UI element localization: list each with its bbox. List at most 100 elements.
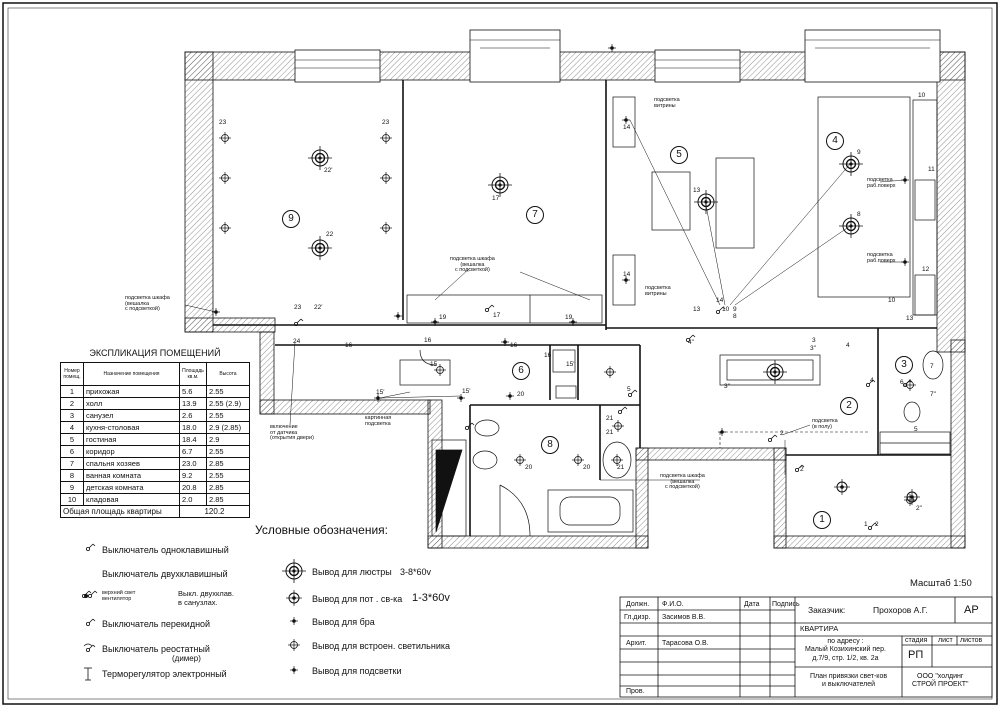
num: 5 bbox=[914, 426, 918, 433]
num: 4 bbox=[846, 342, 850, 349]
label-picture-light: картинная подсветка bbox=[365, 415, 392, 427]
tb-podpis: Подпись bbox=[772, 601, 800, 608]
legend-symbols bbox=[82, 543, 307, 681]
cell: 2.6 bbox=[179, 409, 207, 422]
cell: 6.7 bbox=[179, 445, 207, 458]
num: 17 bbox=[493, 312, 501, 319]
tb-address: по адресу : Малый Козихинский пер. д.7/9… bbox=[805, 638, 886, 662]
num: 10 bbox=[918, 92, 926, 99]
num: 13 bbox=[906, 315, 914, 322]
room-number-5: 5 bbox=[670, 146, 688, 164]
cell: 2.0 bbox=[179, 493, 207, 506]
windows bbox=[294, 29, 941, 83]
tb-prov-label: Пров. bbox=[626, 688, 645, 695]
tb-arh-label: Архит. bbox=[626, 640, 647, 647]
num: 14 bbox=[623, 124, 631, 131]
legend-chandelier-spec: 3-8*60v bbox=[400, 567, 432, 577]
title-block-grid bbox=[619, 596, 993, 698]
num: 23 bbox=[294, 304, 302, 311]
num: 11 bbox=[928, 166, 935, 173]
num: 3 bbox=[812, 337, 816, 344]
num: 16 bbox=[424, 337, 432, 344]
num: 24 bbox=[293, 338, 301, 345]
cell: прихожая bbox=[83, 385, 180, 398]
room-number-4: 4 bbox=[826, 132, 844, 150]
label-cabinet-light-low: подсветка шкафа (вешалка с подсветкой) bbox=[660, 473, 705, 490]
num: 15' bbox=[566, 361, 575, 368]
num: 3" bbox=[724, 383, 730, 390]
cell: 4 bbox=[60, 421, 84, 434]
num: 20 bbox=[583, 464, 591, 471]
tb-data: Дата bbox=[744, 601, 760, 608]
tb-sheet-label: лист bbox=[938, 637, 953, 644]
num: 14 bbox=[716, 297, 724, 304]
cell: 9 bbox=[60, 481, 84, 494]
partitions bbox=[213, 80, 951, 536]
cell: ванная комната bbox=[83, 469, 180, 482]
tb-dolzhn: Должн. bbox=[626, 601, 650, 608]
chandelier-room9-b bbox=[307, 235, 333, 261]
label-worktop-top: подсветка раб.поверх bbox=[867, 177, 896, 189]
room-number-2: 2 bbox=[840, 397, 858, 415]
chandelier-hall bbox=[762, 359, 788, 385]
cell: 2 bbox=[60, 397, 84, 410]
tb-stage-label: стадия bbox=[905, 637, 928, 644]
explication-caption: ЭКСПЛИКАЦИЯ ПОМЕЩЕНИЙ bbox=[89, 348, 221, 358]
num: 22' bbox=[324, 167, 333, 174]
tb-fio: Ф.И.О. bbox=[662, 601, 684, 608]
cell: 18.0 bbox=[179, 421, 207, 434]
cell: 2.9 bbox=[206, 433, 250, 446]
tb-gip-name: Засимов В.В. bbox=[662, 614, 706, 621]
num: 12 bbox=[922, 266, 930, 273]
room-number-3: 3 bbox=[895, 356, 913, 374]
legend-chandelier: Вывод для люстры bbox=[312, 567, 392, 577]
cell: 2.9 (2.85) bbox=[206, 421, 250, 434]
cell: детская комната bbox=[83, 481, 180, 494]
cell: санузел bbox=[83, 409, 180, 422]
num: 2 bbox=[780, 430, 784, 437]
total-label: Общая площадь квартиры bbox=[60, 505, 180, 518]
cell: 2.85 bbox=[206, 457, 250, 470]
legend-sconce: Вывод для бра bbox=[312, 617, 375, 627]
room-number-6: 6 bbox=[512, 362, 530, 380]
num: 3" bbox=[810, 345, 816, 352]
num: 4 bbox=[870, 377, 874, 384]
num: 19 bbox=[565, 314, 573, 321]
num: 2 bbox=[875, 521, 879, 528]
num: 4" bbox=[688, 339, 694, 346]
cell: 23.0 bbox=[179, 457, 207, 470]
tb-object: КВАРТИРА bbox=[800, 624, 839, 633]
cell: кладовая bbox=[83, 493, 180, 506]
explication-table: ЭКСПЛИКАЦИЯ ПОМЕЩЕНИЙ Номер помещ. Назна… bbox=[60, 348, 250, 518]
num: 15 bbox=[430, 361, 438, 368]
num: 7 bbox=[930, 363, 934, 370]
num: 15' bbox=[462, 388, 471, 395]
col-header: Назначение помещения bbox=[83, 362, 180, 386]
room-number-7: 7 bbox=[526, 206, 544, 224]
num: 2" bbox=[916, 505, 922, 512]
num: 7" bbox=[930, 391, 936, 398]
num: 13 bbox=[693, 306, 701, 313]
cell: 10 bbox=[60, 493, 84, 506]
legend-bath-switch-note: Выкл. двухклав. в санузлах. bbox=[178, 589, 234, 607]
num: 8 bbox=[733, 313, 737, 320]
num: 2 bbox=[800, 466, 804, 473]
cell: 9.2 bbox=[179, 469, 207, 482]
cell: 5 bbox=[60, 433, 84, 446]
label-vitrine-top: подсветка витрины bbox=[654, 97, 680, 109]
title-block: Должн. Ф.И.О. Дата Подпись Гл.дизр. Заси… bbox=[620, 597, 992, 697]
room-number-1: 1 bbox=[813, 511, 831, 529]
label-door-sensor: включение от датчика (открытия двери) bbox=[270, 424, 314, 441]
num: 23 bbox=[219, 119, 227, 126]
tb-sheet-title: План привязки свет-ков и выключателей bbox=[810, 673, 888, 689]
cell: 8 bbox=[60, 469, 84, 482]
cell: 2.55 bbox=[206, 469, 250, 482]
num: 8 bbox=[857, 211, 861, 218]
num: 22' bbox=[314, 304, 323, 311]
